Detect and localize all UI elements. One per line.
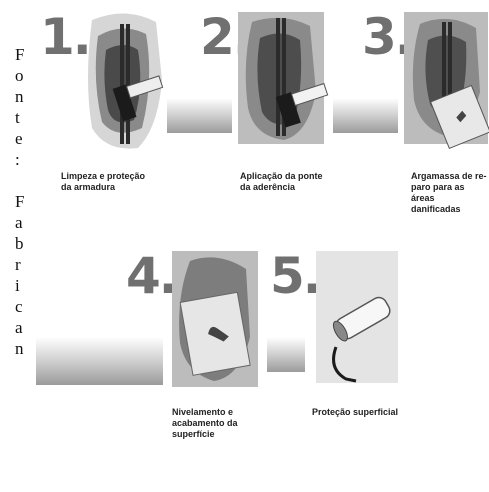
side-letter: F [15,44,29,65]
side-text-column: F o n t e : F a b r i c a n [15,44,29,359]
step-4-caption: Nivelamento e acabamento da superfície [172,407,238,440]
caption-line: superfície [172,429,238,440]
gradient-bar [267,337,305,372]
side-letter: F [15,191,29,212]
side-letter: r [15,254,29,275]
caption-line: Nivelamento e [172,407,238,418]
side-letter: a [15,212,29,233]
side-letter: n [15,338,29,359]
gradient-bar [36,337,163,385]
side-letter: n [15,86,29,107]
caption-line: paro para as áreas [411,182,489,204]
step-1-caption: Limpeza e proteção da armadura [61,171,145,193]
gradient-bar [167,98,232,133]
caption-line: Proteção superficial [312,407,398,418]
wire-brush-icon [86,10,164,152]
step-3-caption: Argamassa de re- paro para as áreas dani… [411,171,489,215]
side-letter: c [15,296,29,317]
step-5-number: 5. [270,251,320,301]
side-letter: t [15,107,29,128]
caption-line: da armadura [61,182,145,193]
caption-line: danificadas [411,204,489,215]
trowel-icon [404,12,488,144]
float-trowel-icon [172,251,258,387]
caption-line: Aplicação da ponte [240,171,323,182]
side-letter: a [15,317,29,338]
step-1-number: 1. [40,12,90,62]
step-2-caption: Aplicação da ponte da aderência [240,171,323,193]
caption-line: Argamassa de re- [411,171,489,182]
caption-line: acabamento da [172,418,238,429]
side-letter: : [15,149,29,170]
side-letter: b [15,233,29,254]
gradient-bar [333,98,398,133]
side-letter: e [15,128,29,149]
step-4-number: 4. [126,251,176,301]
side-letter: o [15,65,29,86]
caption-line: Limpeza e proteção [61,171,145,182]
paint-brush-icon [238,12,324,144]
side-letter: i [15,275,29,296]
step-5-caption: Proteção superficial [312,407,398,418]
caption-line: da aderência [240,182,323,193]
paint-roller-icon [316,251,398,383]
